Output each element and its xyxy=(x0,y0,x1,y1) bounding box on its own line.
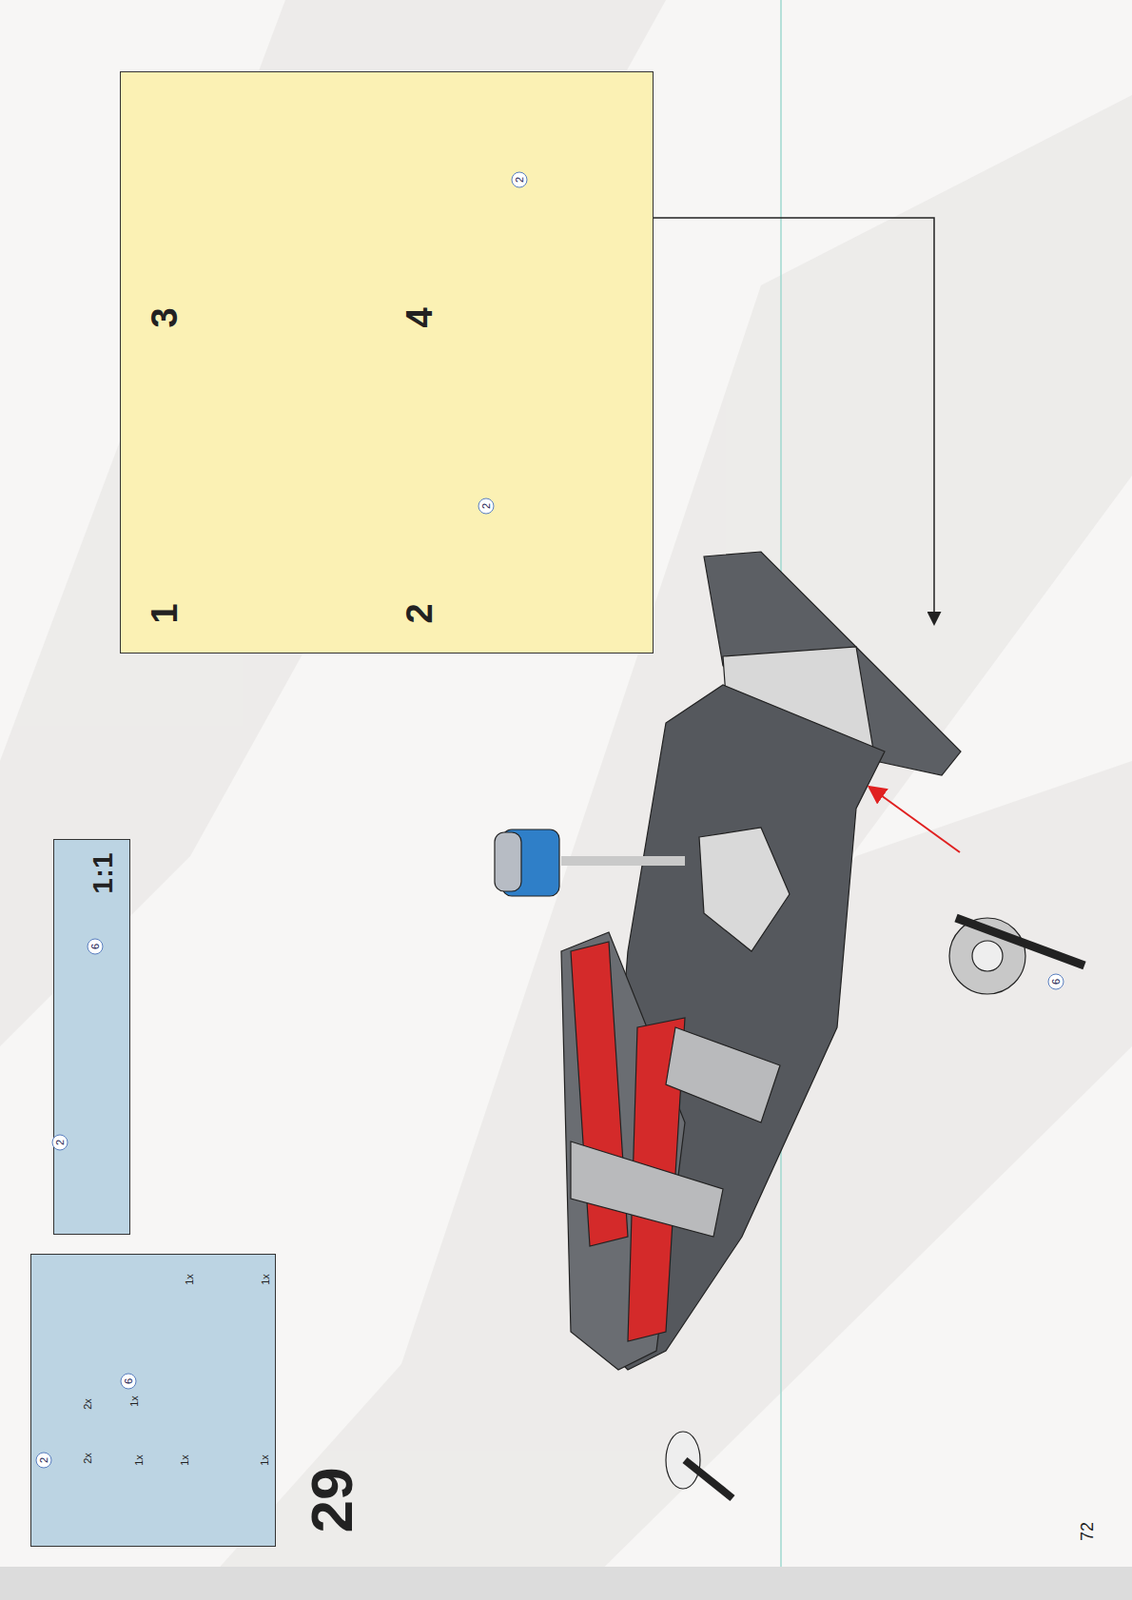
step-number: 1 xyxy=(146,603,183,624)
subassembly-panel: 1 2 3 4 2 2 xyxy=(119,71,654,654)
quantity-label: 2x xyxy=(82,1398,94,1410)
callout-number: 2 xyxy=(478,498,495,515)
quantity-label: 1x xyxy=(184,1273,196,1286)
step-number: 2 xyxy=(401,603,438,624)
quantity-label: 1x xyxy=(259,1454,271,1466)
callout-number: 6 xyxy=(1048,974,1065,991)
callout-number: 2 xyxy=(52,1134,69,1152)
step-number: 3 xyxy=(146,307,183,328)
page-number: 72 xyxy=(1078,1522,1096,1542)
callout-number: 6 xyxy=(87,938,104,956)
parts-list-panel: 2 2x 1x 1x 1x 2x 1x 6 1x 1x xyxy=(30,1253,276,1547)
step-number: 4 xyxy=(401,307,438,328)
quantity-label: 1x xyxy=(179,1454,191,1466)
quantity-label: 1x xyxy=(260,1273,272,1286)
scale-label: 1:1 xyxy=(88,852,118,894)
quantity-label: 1x xyxy=(134,1454,145,1466)
quantity-label: 1x xyxy=(129,1395,140,1407)
callout-number: 2 xyxy=(511,172,528,189)
scale-panel: 2 6 1:1 xyxy=(53,839,131,1235)
callout-number: 6 xyxy=(120,1373,137,1390)
callout-number: 2 xyxy=(36,1452,53,1469)
quantity-label: 2x xyxy=(82,1452,94,1464)
step-number: 29 xyxy=(302,1467,362,1534)
